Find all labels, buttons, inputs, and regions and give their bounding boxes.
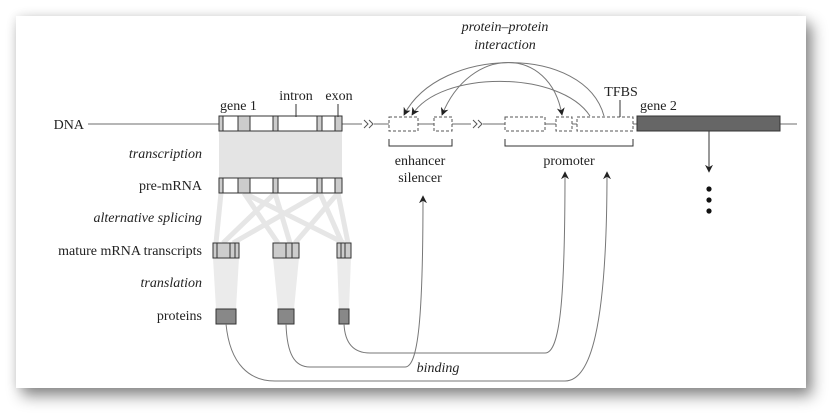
label-ppi-line2: interaction — [474, 38, 535, 53]
figure-card — [16, 16, 806, 388]
label-mature-mrna: mature mRNA transcripts — [58, 244, 202, 259]
exon — [316, 115, 323, 132]
ellipsis-dot — [706, 197, 712, 203]
label-transcription: transcription — [129, 147, 202, 162]
gene1-dna-box — [218, 115, 343, 132]
ellipsis-dot — [706, 208, 712, 214]
binding-curve-1 — [225, 171, 611, 382]
gene-outline — [218, 177, 343, 194]
mature-transcript-1 — [212, 242, 240, 259]
promoter-regions — [504, 116, 634, 132]
interaction-arcs — [403, 62, 605, 117]
enhancer-bracket — [388, 139, 453, 147]
splicing-paths — [213, 190, 351, 246]
label-silencer: silencer — [398, 171, 442, 186]
label-ppi-line1: protein–protein — [461, 20, 549, 35]
label-gene1: gene 1 — [220, 99, 257, 114]
protein-3 — [338, 308, 350, 325]
mature-transcript-2 — [272, 242, 300, 259]
label-binding: binding — [417, 361, 460, 376]
interaction-arc-3 — [440, 62, 565, 116]
break-mark-1 — [362, 118, 374, 130]
exon — [334, 115, 343, 132]
exon — [272, 177, 279, 194]
exon — [237, 115, 251, 132]
exon — [316, 177, 323, 194]
transcription-band — [219, 131, 342, 178]
exon — [237, 177, 251, 194]
promoter-bracket — [504, 139, 634, 147]
mature-transcript-3 — [336, 242, 352, 259]
label-promoter: promoter — [543, 154, 595, 169]
enhancer-regions — [388, 116, 453, 132]
binding-curve-3 — [343, 171, 569, 354]
label-alternative-splicing: alternative splicing — [94, 211, 202, 226]
label-gene2: gene 2 — [640, 99, 677, 114]
label-intron: intron — [279, 89, 312, 104]
label-pre-mrna: pre-mRNA — [139, 179, 203, 194]
protein-1 — [215, 308, 237, 325]
label-dna: DNA — [54, 118, 85, 133]
exon — [218, 115, 224, 132]
binding-curve-2 — [285, 195, 427, 368]
protein-2 — [277, 308, 295, 325]
gene-outline — [218, 115, 343, 132]
label-proteins: proteins — [157, 309, 202, 324]
interaction-arc-2 — [411, 80, 591, 117]
label-translation: translation — [141, 276, 202, 291]
exon — [272, 115, 279, 132]
label-exon: exon — [325, 89, 352, 104]
exon — [218, 177, 224, 194]
exon — [334, 177, 343, 194]
break-mark-2 — [471, 118, 483, 130]
interaction-arc-1 — [403, 62, 605, 117]
ellipsis-dot — [706, 186, 712, 192]
binding-curves — [225, 171, 611, 382]
label-tfbs: TFBS — [604, 85, 637, 100]
pre-mrna-box — [218, 177, 343, 194]
gene2-box — [636, 115, 781, 132]
translation-bands — [213, 258, 351, 309]
label-enhancer: enhancer — [395, 154, 446, 169]
